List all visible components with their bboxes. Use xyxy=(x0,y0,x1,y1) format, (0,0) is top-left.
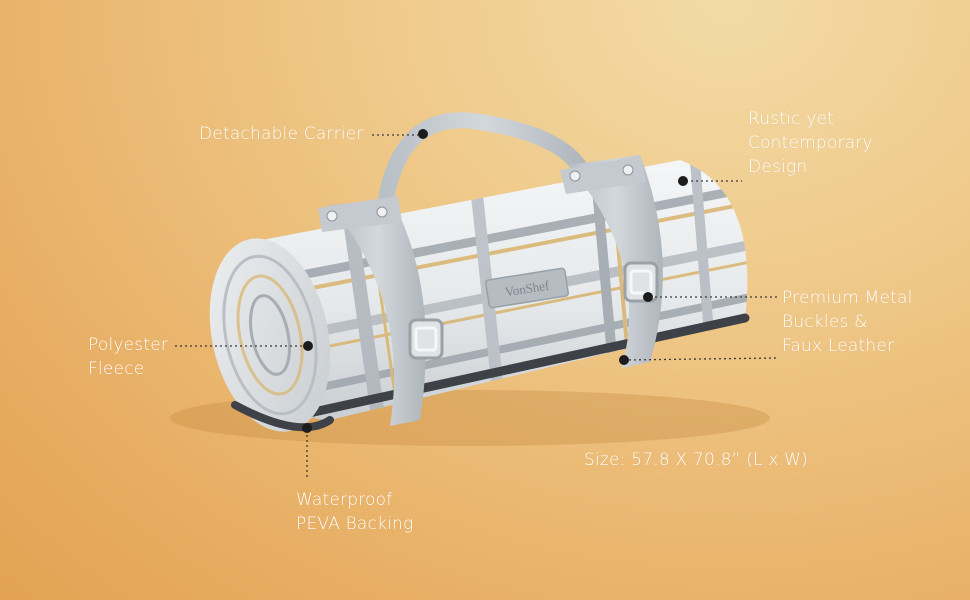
label-premium-buckles: Premium Metal Buckles & Faux Leather xyxy=(782,286,913,358)
callout-dots xyxy=(302,129,688,433)
label-line: PEVA Backing xyxy=(296,514,414,534)
callout-dot xyxy=(303,341,313,351)
label-line: Size: 57.8 X 70.8” (L x W) xyxy=(584,450,809,470)
metal-buckle xyxy=(408,318,444,360)
callout-dot xyxy=(643,292,653,302)
metal-buckle xyxy=(623,261,659,303)
brand-tag: VonShef xyxy=(484,267,570,309)
rivet xyxy=(326,210,338,222)
label-line: Design xyxy=(748,157,808,177)
rivet xyxy=(376,206,388,218)
label-line: Waterproof xyxy=(296,490,393,510)
size-caption: Size: 57.8 X 70.8” (L x W) xyxy=(584,448,808,472)
label-waterproof-backing: Waterproof PEVA Backing xyxy=(296,488,413,536)
label-rustic-design: Rustic yet Contemporary Design xyxy=(748,107,873,179)
callout-dot xyxy=(619,355,629,365)
label-line: Fleece xyxy=(88,359,145,379)
callout-dot xyxy=(302,423,312,433)
rivet xyxy=(569,170,581,182)
label-line: Rustic yet xyxy=(748,109,835,129)
label-line: Contemporary xyxy=(748,133,873,153)
label-line: Premium Metal xyxy=(782,288,913,308)
leather-straps xyxy=(318,155,663,426)
label-line: Polyester xyxy=(88,335,169,355)
callout-dot xyxy=(418,129,428,139)
label-polyester-fleece: Polyester Fleece xyxy=(88,333,168,381)
label-line: Buckles & xyxy=(782,312,868,332)
carrier-handle xyxy=(377,112,593,213)
label-detachable-carrier: Detachable Carrier xyxy=(199,122,364,146)
blanket-roll-end xyxy=(209,238,334,432)
rivet xyxy=(622,164,634,176)
callout-dot xyxy=(678,176,688,186)
label-line: Faux Leather xyxy=(782,336,895,356)
label-line: Detachable Carrier xyxy=(199,124,364,144)
callout-lines xyxy=(175,134,778,480)
brand-tag-text: VonShef xyxy=(504,277,551,299)
